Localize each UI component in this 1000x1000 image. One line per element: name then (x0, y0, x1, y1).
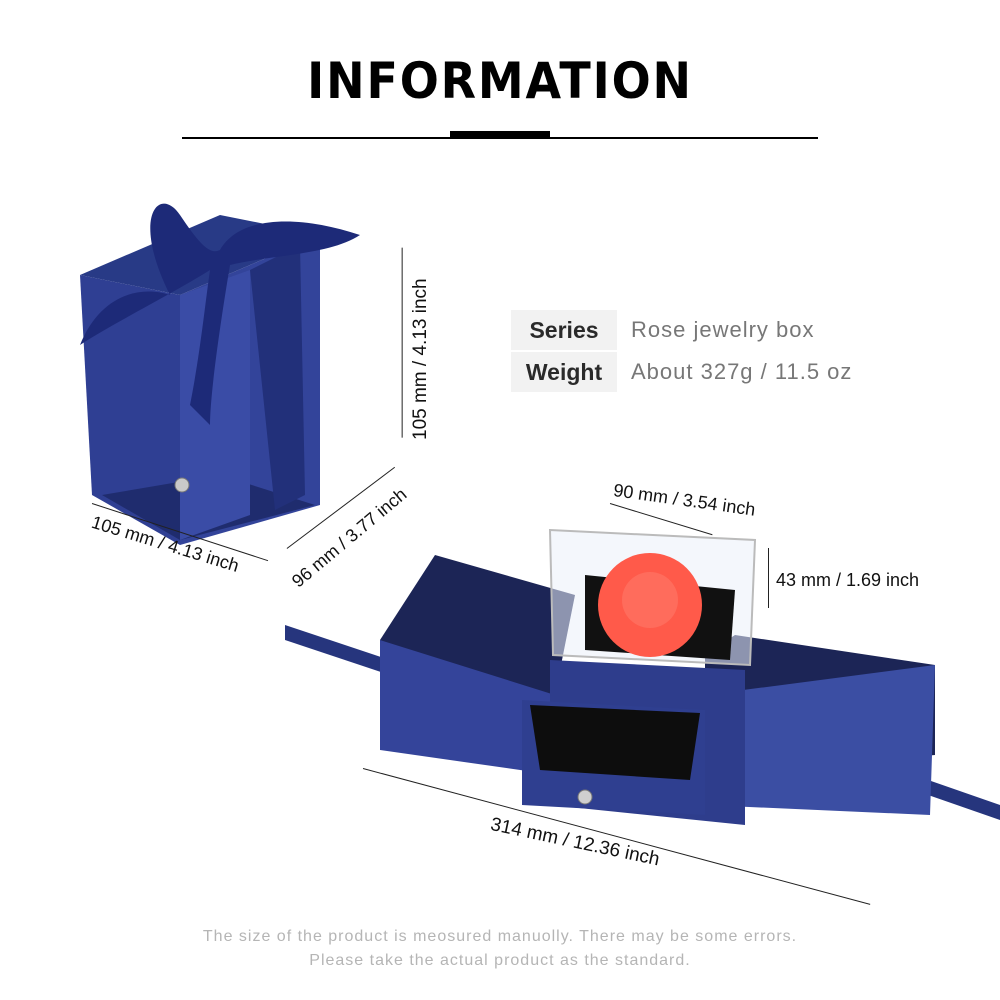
spec-label: Series (511, 310, 617, 350)
spec-label: Weight (511, 352, 617, 392)
spec-value: About 327g / 11.5 oz (631, 359, 853, 384)
disclaimer-line-2: Please take the actual product as the st… (309, 952, 691, 969)
page-title: INFORMATION (307, 52, 693, 110)
disclaimer-line-1: The size of the product is meosured manu… (202, 928, 798, 945)
open-rose-box-image (285, 528, 1000, 825)
closed-gift-box-image (80, 203, 360, 545)
closed-height-dim-label: 105 mm / 4.13 inch (410, 278, 431, 440)
closed-height-dim-line (401, 247, 403, 438)
acrylic-height-dim-line (768, 548, 770, 608)
acrylic-height-dim-label: 43 mm / 1.69 inch (776, 570, 920, 590)
spec-row-series: Series Rose jewelry box (511, 310, 815, 350)
title-divider-accent (450, 131, 550, 138)
spec-row-weight: Weight About 327g / 11.5 oz (511, 352, 852, 392)
title-divider (182, 137, 818, 139)
spec-value: Rose jewelry box (631, 317, 815, 342)
